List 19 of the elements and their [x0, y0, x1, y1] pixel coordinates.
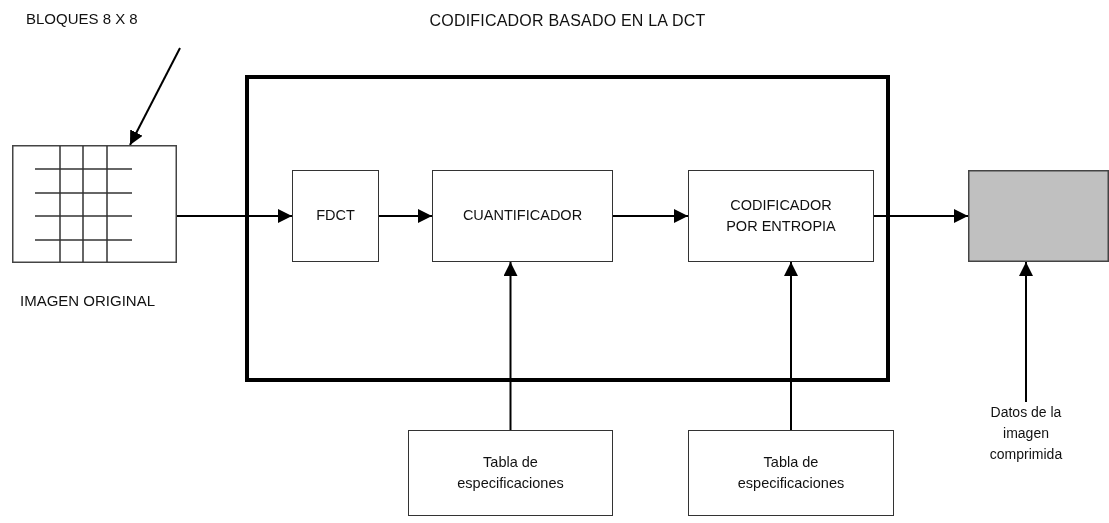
- arrow: [378, 209, 433, 223]
- node-caption: IMAGEN ORIGINAL: [20, 291, 156, 311]
- arrow: [612, 209, 689, 223]
- process-box: FDCT: [292, 170, 379, 262]
- table-box: Tabla de especificaciones: [408, 430, 613, 516]
- arrow: [873, 209, 969, 223]
- callout-text: Datos de la imagen comprimida: [968, 402, 1084, 474]
- arrow: [176, 209, 293, 223]
- arrow: [503, 261, 518, 431]
- table-box: Tabla de especificaciones: [688, 430, 894, 516]
- leader-arrow: [1019, 261, 1033, 403]
- output-box: [968, 170, 1109, 262]
- leader-arrow: [129, 47, 181, 146]
- image-grid: [12, 145, 177, 263]
- callout-text: BLOQUES 8 X 8: [18, 8, 218, 48]
- process-box: CODIFICADOR POR ENTROPIA: [688, 170, 874, 262]
- arrow: [784, 261, 798, 431]
- process-box: CUANTIFICADOR: [432, 170, 613, 262]
- frame-heading: CODIFICADOR BASADO EN LA DCT: [429, 12, 706, 30]
